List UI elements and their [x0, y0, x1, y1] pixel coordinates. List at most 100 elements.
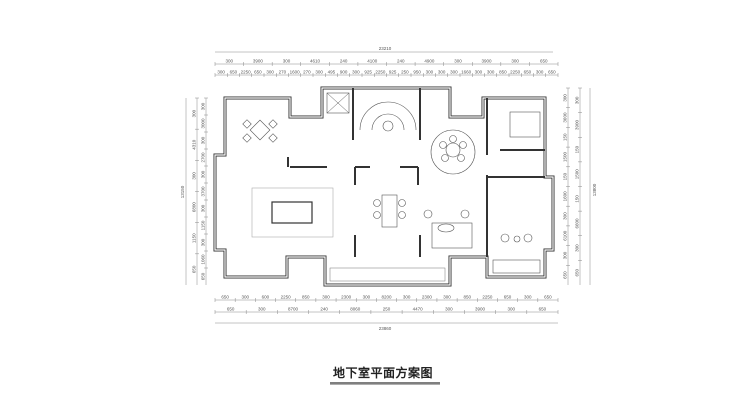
- interior-walls: [287, 88, 545, 257]
- dimension-label: 300: [536, 70, 544, 75]
- dimension-label: 1500: [575, 169, 580, 180]
- dimension-label: 300: [575, 96, 580, 104]
- outer-wall-inner: [214, 87, 554, 286]
- dimension-label: 650: [201, 272, 206, 280]
- dimension-label: 925: [389, 70, 397, 75]
- dimension-label: 300: [322, 295, 330, 300]
- dimension-label: 300: [283, 59, 291, 64]
- dimension-label: 8700: [288, 307, 299, 312]
- dimension-label: 1600: [563, 191, 568, 202]
- dimension-label: 300: [352, 70, 360, 75]
- dimension-label: 1500: [563, 151, 568, 162]
- dimension-label: 300: [201, 136, 206, 144]
- dimension-label: 270: [279, 70, 287, 75]
- dimension-label: 2250: [375, 70, 386, 75]
- dimension-label: 4610: [310, 59, 321, 64]
- dimension-total: 23860: [379, 326, 392, 331]
- dimension-label: 4470: [413, 307, 424, 312]
- lounge-sofa: [423, 209, 473, 249]
- dimension-label: 300: [454, 59, 462, 64]
- round-dining-table: [430, 129, 476, 175]
- dimension-label: 300: [217, 70, 225, 75]
- dimension-label: 650: [524, 70, 532, 75]
- dimension-label: 300: [201, 204, 206, 212]
- dimension-label: 1660: [461, 70, 472, 75]
- dining-table: [373, 194, 406, 228]
- dimension-label: 300: [403, 295, 411, 300]
- dimension-label: 3900: [575, 119, 580, 130]
- dimension-label: 300: [242, 295, 250, 300]
- dimension-label: 300: [258, 307, 266, 312]
- dimension-total: 23210: [379, 46, 392, 51]
- dimension-label: 270: [303, 70, 311, 75]
- dimension-label: 650: [575, 268, 580, 276]
- dimension-label: 300: [475, 70, 483, 75]
- dimension-label: 4310: [192, 139, 197, 150]
- dimension-label: 8200: [381, 295, 392, 300]
- dimension-label: 650: [539, 307, 547, 312]
- dimension-label: 495: [328, 70, 336, 75]
- dimension-label: 1150: [201, 220, 206, 230]
- dimension-label: 300: [507, 307, 515, 312]
- dimension-label: 1600: [290, 70, 301, 75]
- dimension-label: 150: [575, 195, 580, 203]
- dimension-label: 300: [192, 109, 197, 117]
- dimension-label: 300: [563, 251, 568, 259]
- dimension-label: 150: [575, 145, 580, 153]
- dimension-label: 150: [563, 133, 568, 141]
- dimension-label: 300: [426, 70, 434, 75]
- dimension-label: 300: [201, 238, 206, 246]
- dimension-label: 300: [445, 307, 453, 312]
- dimension-label: 950: [413, 70, 421, 75]
- dimension-label: 240: [340, 59, 348, 64]
- dimension-label: 4900: [424, 59, 435, 64]
- dimension-label: 650: [544, 295, 552, 300]
- dimension-label: 300: [201, 102, 206, 110]
- dimension-label: 300: [443, 295, 451, 300]
- dimension-label: 150: [563, 172, 568, 180]
- dimension-label: 300: [192, 172, 197, 180]
- bedroom-furniture: [492, 111, 541, 274]
- dimension-label: 300: [511, 59, 519, 64]
- balcony: [329, 267, 446, 282]
- dimension-label: 2300: [341, 295, 352, 300]
- dimension-total: 13150: [180, 185, 185, 198]
- dimension-label: 8060: [350, 307, 361, 312]
- dimension-label: 300: [201, 170, 206, 178]
- outer-wall: [213, 86, 555, 287]
- dimension-label: 650: [563, 271, 568, 279]
- dimension-label: 2250: [482, 295, 493, 300]
- dimension-label: 650: [540, 59, 548, 64]
- dimension-label: 650: [504, 295, 512, 300]
- dimension-label: 6100: [563, 230, 568, 241]
- dimension-label: 300: [450, 70, 458, 75]
- dimension-label: 300: [563, 94, 568, 102]
- billiard-area: [251, 187, 334, 238]
- card-table: [242, 119, 278, 143]
- dimension-label: 6800: [192, 202, 197, 213]
- dimension-label: 300: [563, 212, 568, 220]
- dimension-label: 300: [226, 59, 234, 64]
- dimension-label: 2300: [422, 295, 433, 300]
- dimension-label: 4100: [367, 59, 378, 64]
- dimension-label: 240: [397, 59, 405, 64]
- elevator: [326, 92, 350, 114]
- dimension-label: 650: [254, 70, 262, 75]
- dimension-label: 300: [524, 295, 532, 300]
- dimension-label: 1060: [201, 254, 206, 265]
- dimension-label: 650: [230, 70, 238, 75]
- spiral-staircase: [359, 101, 417, 132]
- dimension-label: 240: [320, 307, 328, 312]
- dimension-label: 2250: [241, 70, 252, 75]
- dimension-label: 650: [227, 307, 235, 312]
- dimension-label: 250: [383, 307, 391, 312]
- dimension-label: 300: [575, 244, 580, 252]
- dimension-label: 850: [302, 295, 310, 300]
- dimension-label: 925: [364, 70, 372, 75]
- dimension-label: 3700: [201, 186, 206, 197]
- dimension-label: 3000: [201, 118, 206, 129]
- billiard-table: [271, 201, 313, 224]
- dimension-label: 250: [401, 70, 409, 75]
- dimension-label: 300: [266, 70, 274, 75]
